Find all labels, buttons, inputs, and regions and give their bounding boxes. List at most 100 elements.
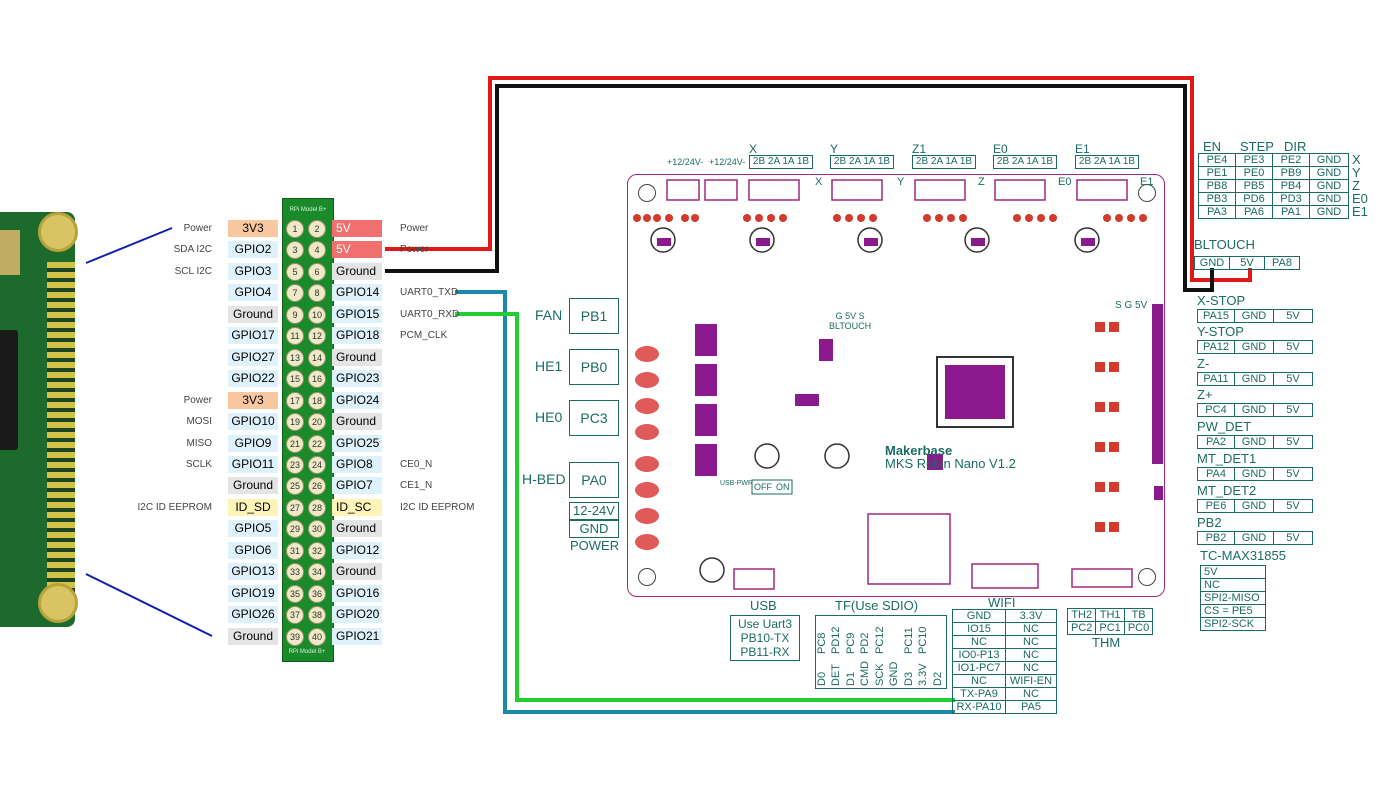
wifi-pin: IO15 xyxy=(952,622,1006,636)
driver-pin: GND xyxy=(1309,179,1349,193)
gpio-pin: 35 xyxy=(286,585,304,603)
gpio-right-label: GPIO14 xyxy=(332,284,382,301)
driver-pin: PB5 xyxy=(1235,179,1273,193)
gpio-pin: 12 xyxy=(308,327,326,345)
board-mount-hole xyxy=(638,184,656,202)
usb-note-box: Use Uart3 PB10-TX PB11-RX xyxy=(730,615,800,661)
endstop-name: PW_DET xyxy=(1197,419,1252,434)
gpio-right-label: Ground xyxy=(332,563,382,580)
gpio-pin: 16 xyxy=(308,370,326,388)
gpio-pin: 32 xyxy=(308,542,326,560)
tf-pin-function: D2 xyxy=(931,671,944,686)
endstop-pin: GND xyxy=(1234,531,1274,545)
board-dot-row xyxy=(633,214,1147,222)
axis-pin-order: 2B 2A 1A 1B xyxy=(1075,155,1139,169)
top-power-label: +12/24V- xyxy=(709,157,746,167)
gpio-pin: 38 xyxy=(308,606,326,624)
gpio-left-label: GPIO10 xyxy=(228,413,278,430)
gpio-pin: 7 xyxy=(286,284,304,302)
driver-pin: GND xyxy=(1309,192,1349,206)
rpi-mount-hole xyxy=(38,212,78,252)
gpio-left-label: GPIO6 xyxy=(228,542,278,559)
axis-pin-order: 2B 2A 1A 1B xyxy=(993,155,1057,169)
tf-pin-port: PC12 xyxy=(873,626,886,654)
gpio-pin: 24 xyxy=(308,456,326,474)
gpio-pin: 2 xyxy=(308,220,326,238)
gpio-right-function: PCM_CLK xyxy=(400,330,448,341)
io-pin-box: PB0 xyxy=(569,349,619,385)
tc-max-pin: SPI2-SCK xyxy=(1200,617,1266,631)
tf-pin-function: DET xyxy=(830,664,843,686)
gpio-left-label: GPIO3 xyxy=(228,263,278,280)
gpio-left-label: 3V3 xyxy=(228,220,278,237)
tc-max-pin: 5V xyxy=(1200,565,1266,579)
rpi-gpio-pins xyxy=(47,262,75,602)
power-label: POWER xyxy=(570,538,620,553)
gpio-pin: 11 xyxy=(286,327,304,345)
wifi-pin: TX-PA9 xyxy=(952,687,1006,701)
wire-txd-blue xyxy=(455,290,955,714)
thm-pc0: PC0 xyxy=(1123,621,1154,635)
endstop-pin: GND xyxy=(1234,499,1274,513)
gpio-left-label: GPIO5 xyxy=(228,520,278,537)
axis-name: Z1 xyxy=(912,142,927,156)
tf-pin-port: PD12 xyxy=(830,626,843,654)
header-title-top: RPi Model B+ xyxy=(289,207,327,213)
driver-pin: PB8 xyxy=(1198,179,1236,193)
gpio-right-label: Ground xyxy=(332,413,382,430)
driver-axis: Y xyxy=(1352,165,1361,180)
driver-pin: PA3 xyxy=(1198,205,1236,219)
wifi-pin: IO1-PC7 xyxy=(952,661,1006,675)
gpio-left-function: Power xyxy=(183,395,212,406)
driver-pin: PB3 xyxy=(1198,192,1236,206)
gpio-left-label: GPIO2 xyxy=(228,241,278,258)
wire-gnd-black xyxy=(385,84,1214,292)
gpio-left-function: Power xyxy=(183,223,212,234)
thm-label: THM xyxy=(1092,635,1121,650)
driver-axis: E1 xyxy=(1352,204,1368,219)
wifi-pin: NC xyxy=(1005,648,1057,662)
endstop-pin: GND xyxy=(1234,435,1274,449)
gpio-pin: 18 xyxy=(308,392,326,410)
board-axis-mark-y: Y xyxy=(897,176,905,188)
tf-pin-port: PD2 xyxy=(859,632,872,654)
usb-label: USB xyxy=(750,598,777,613)
gpio-pin: 15 xyxy=(286,370,304,388)
thm-th2: TH2 xyxy=(1066,608,1097,622)
gpio-right-label: GPIO7 xyxy=(332,477,382,494)
axis-pin-order: 2B 2A 1A 1B xyxy=(830,155,894,169)
io-pin-box: PC3 xyxy=(569,400,619,436)
wifi-pin: NC xyxy=(1005,661,1057,675)
gpio-right-label: GPIO12 xyxy=(332,542,382,559)
gpio-right-label: Ground xyxy=(332,349,382,366)
gpio-left-function: I2C ID EEPROM xyxy=(137,502,212,513)
gpio-pin: 33 xyxy=(286,563,304,581)
gpio-right-label: Ground xyxy=(332,520,382,537)
endstop-name: X-STOP xyxy=(1197,293,1246,308)
board-axis-mark-z: Z xyxy=(978,176,985,188)
gpio-left-label: GPIO9 xyxy=(228,435,278,452)
driver-pin: PD3 xyxy=(1272,192,1310,206)
endstop-name: Y-STOP xyxy=(1197,324,1244,339)
endstop-pin: 5V xyxy=(1273,340,1313,354)
gpio-pin: 21 xyxy=(286,435,304,453)
driver-axis: X xyxy=(1352,152,1361,167)
gpio-right-function: I2C ID EEPROM xyxy=(400,502,475,513)
tf-pin-function: D0 xyxy=(816,671,828,686)
wire-5v-red xyxy=(385,76,1252,282)
wifi-pin: IO0-P13 xyxy=(952,648,1006,662)
gpio-left-label: GPIO19 xyxy=(228,585,278,602)
gpio-left-function: SCL I2C xyxy=(174,266,212,277)
io-name: HE0 xyxy=(535,409,563,425)
gpio-right-function: CE0_N xyxy=(400,459,433,470)
wifi-label: WIFI xyxy=(988,595,1016,610)
